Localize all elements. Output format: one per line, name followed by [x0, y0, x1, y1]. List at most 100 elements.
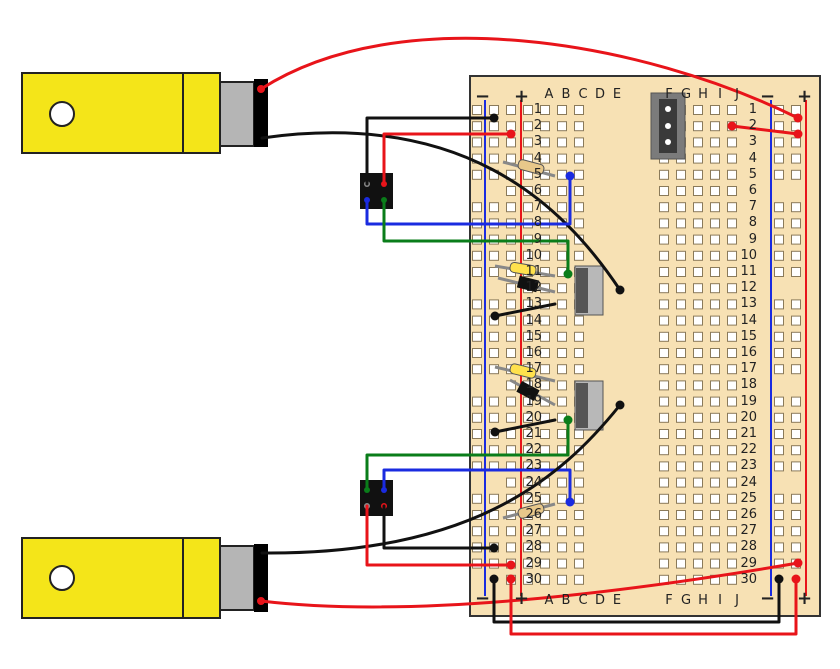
- breadboard-hole: [791, 169, 801, 180]
- breadboard-hole: [557, 526, 567, 537]
- regulator-3-pin: [650, 92, 686, 160]
- breadboard-hole: [472, 315, 482, 326]
- breadboard-hole: [557, 510, 567, 520]
- breadboard-hole: [693, 331, 703, 342]
- breadboard-hole: [676, 169, 686, 180]
- breadboard-hole: [727, 186, 737, 196]
- regulator-pin-3: [665, 139, 671, 145]
- breadboard-hole: [523, 445, 533, 456]
- breadboard-hole: [472, 331, 482, 342]
- breadboard-hole: [774, 348, 784, 358]
- breadboard-hole: [472, 526, 482, 537]
- wire-end: [727, 121, 737, 131]
- wire-black-motor-top: [260, 131, 622, 292]
- connector-top-body: [360, 173, 393, 209]
- breadboard-hole: [557, 574, 567, 585]
- breadboard-hole: [693, 137, 703, 148]
- breadboard-hole: [557, 364, 567, 375]
- diode-d1: [497, 275, 556, 294]
- regulator-pin-2: [665, 123, 671, 129]
- breadboard-hole: [791, 412, 801, 423]
- breadboard-hole: [659, 396, 669, 407]
- wire-end: [774, 574, 784, 584]
- breadboard-hole: [557, 250, 567, 261]
- breadboard-hole: [774, 396, 784, 407]
- wire-endpoints: [489, 113, 803, 584]
- breadboard-hole: [540, 121, 550, 132]
- breadboard-hole: [727, 445, 737, 456]
- wire-end: [506, 560, 516, 570]
- breadboard-hole: [693, 558, 703, 569]
- breadboard-hole: [574, 429, 584, 439]
- wire-end: [615, 400, 625, 410]
- breadboard-hole: [472, 445, 482, 456]
- resistor-r4: [502, 502, 556, 520]
- breadboard-hole: [693, 526, 703, 537]
- connector-top: [360, 173, 393, 209]
- breadboard-hole: [574, 250, 584, 261]
- breadboard-hole: [710, 202, 720, 213]
- wire-black-motor-bottom: [260, 403, 622, 555]
- breadboard-hole: [540, 542, 550, 553]
- breadboard-hole: [574, 169, 584, 180]
- breadboard-hole: [676, 526, 686, 537]
- motor-bottom-body: [21, 537, 221, 619]
- wire-black-conn-bottom: [382, 504, 496, 550]
- wires: [259, 36, 800, 636]
- breadboard-hole: [710, 250, 720, 261]
- breadboard-hole: [574, 493, 584, 504]
- breadboard-hole: [774, 510, 784, 520]
- diode-d2: [509, 378, 556, 407]
- breadboard-hole: [506, 315, 516, 326]
- wire-red-conn-bottom: [365, 504, 513, 567]
- breadboard-hole: [791, 218, 801, 229]
- breadboard-hole: [710, 137, 720, 148]
- breadboard-hole: [523, 331, 533, 342]
- breadboard-hole: [791, 331, 801, 342]
- breadboard-hole: [540, 267, 550, 277]
- breadboard-hole: [676, 283, 686, 294]
- breadboard-hole: [791, 153, 801, 164]
- breadboard-hole: [659, 542, 669, 553]
- breadboard-hole: [574, 364, 584, 375]
- breadboard-hole: [574, 218, 584, 229]
- breadboard-hole: [676, 267, 686, 277]
- breadboard-hole: [791, 250, 801, 261]
- breadboard-hole: [523, 493, 533, 504]
- breadboard-hole: [791, 526, 801, 537]
- breadboard-hole: [540, 574, 550, 585]
- breadboard-hole: [472, 137, 482, 148]
- breadboard-hole: [557, 202, 567, 213]
- breadboard-hole: [489, 493, 499, 504]
- breadboard-hole: [659, 558, 669, 569]
- breadboard-hole: [472, 202, 482, 213]
- breadboard-hole: [727, 396, 737, 407]
- breadboard-hole: [523, 574, 533, 585]
- breadboard-hole: [774, 153, 784, 164]
- breadboard-hole: [727, 331, 737, 342]
- breadboard-hole: [659, 234, 669, 245]
- breadboard-hole: [693, 348, 703, 358]
- breadboard-hole: [676, 299, 686, 310]
- breadboard-hole: [489, 121, 499, 132]
- breadboard-hole: [774, 121, 784, 132]
- breadboard-hole: [727, 380, 737, 391]
- breadboard-hole: [774, 267, 784, 277]
- breadboard-hole: [659, 445, 669, 456]
- breadboard-hole: [659, 429, 669, 439]
- breadboard-hole: [472, 412, 482, 423]
- breadboard-hole: [727, 299, 737, 310]
- breadboard-hole: [710, 267, 720, 277]
- breadboard-hole: [791, 105, 801, 115]
- breadboard-hole: [540, 348, 550, 358]
- wire-red-regulator: [730, 124, 800, 136]
- wire-black-gnd-loop: [492, 577, 781, 624]
- breadboard-hole: [659, 412, 669, 423]
- breadboard-hole: [472, 121, 482, 132]
- breadboard-hole: [727, 267, 737, 277]
- breadboard-hole: [523, 315, 533, 326]
- breadboard-hole: [676, 234, 686, 245]
- breadboard-hole: [574, 202, 584, 213]
- breadboard-hole: [693, 169, 703, 180]
- wire-end: [490, 427, 500, 437]
